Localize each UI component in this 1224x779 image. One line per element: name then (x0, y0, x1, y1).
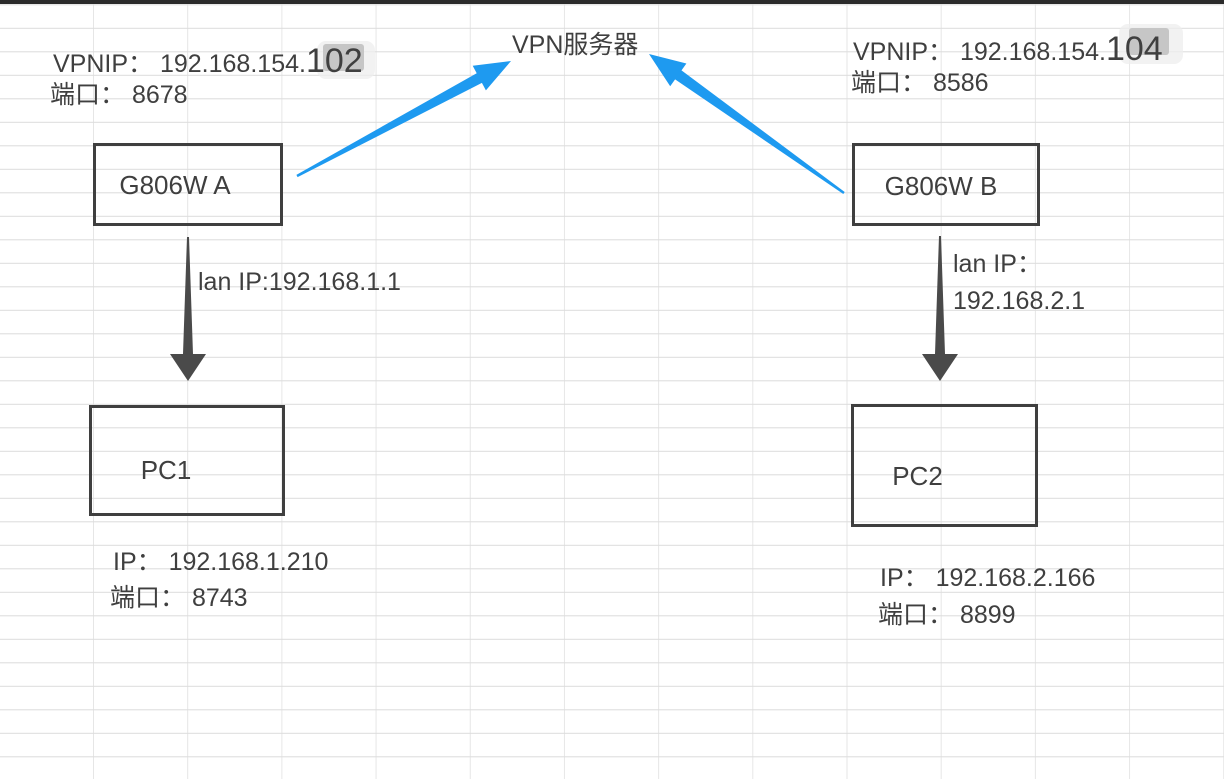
router-a-vpn-ip-prefix: VPNIP： 192.168.154. (53, 50, 306, 78)
router-b-box[interactable]: G806W B (852, 143, 1040, 226)
router-b-vpn-ip-label: VPNIP： 192.168.154.104 (853, 32, 1163, 67)
pc2-box-label: PC2 (892, 461, 943, 491)
top-border-bar (0, 0, 1224, 4)
router-a-vpn-ip-label: VPNIP： 192.168.154.102 (53, 44, 363, 79)
pc1-port-label: 端口： 8743 (110, 584, 248, 612)
router-b-port-label: 端口： 8586 (851, 69, 989, 97)
pc2-box[interactable]: PC2 (851, 404, 1038, 527)
router-b-lan-ip-line2: 192.168.2.1 (953, 287, 1086, 315)
router-b-lan-ip-line1: lan IP： (953, 250, 1042, 278)
pc2-port-label: 端口： 8899 (878, 601, 1016, 629)
router-a-box-label: G806W A (119, 170, 231, 200)
router-b-vpn-ip-prefix: VPNIP： 192.168.154. (853, 38, 1106, 66)
pc1-box[interactable]: PC1 (89, 405, 285, 516)
pc1-ip-label: IP： 192.168.1.210 (113, 548, 329, 576)
router-a-box[interactable]: G806W A (93, 143, 283, 226)
router-a-port-label: 端口： 8678 (50, 81, 188, 109)
pc2-ip-label: IP： 192.168.2.166 (880, 564, 1096, 592)
router-b-vpn-ip-suffix: 104 (1105, 30, 1163, 68)
highlight-patch-104 (1129, 28, 1169, 55)
router-b-box-label: G806W B (884, 171, 998, 201)
pc1-box-label: PC1 (140, 455, 192, 485)
vpn-server-label: VPN服务器 (512, 31, 639, 59)
router-b-lan-ip-label: lan IP： 192.168.2.1 (953, 246, 1085, 320)
router-a-vpn-ip-suffix: 102 (305, 42, 363, 80)
router-a-lan-ip-label: lan IP:192.168.1.1 (198, 268, 401, 296)
